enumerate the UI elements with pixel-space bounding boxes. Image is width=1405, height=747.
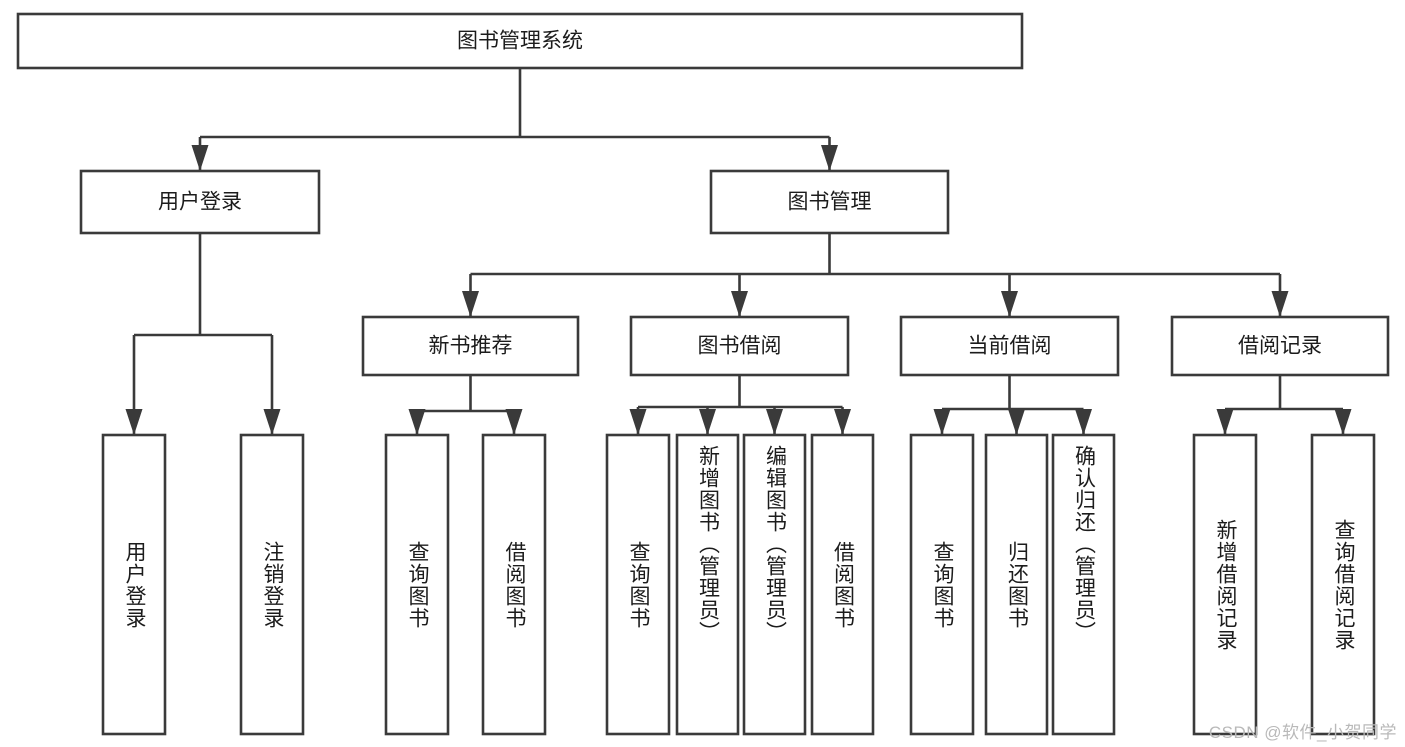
node-leaf-12[interactable] bbox=[1310, 433, 1376, 736]
watermark: CSDN @软件_小贺同学 bbox=[1208, 723, 1397, 742]
node-level3-0[interactable] bbox=[361, 315, 580, 377]
node-level2-0[interactable] bbox=[79, 169, 321, 235]
arrow-to-record-leaf-1 bbox=[1334, 409, 1352, 435]
connector-lines bbox=[125, 68, 1352, 435]
arrow-to-user-leaf-1 bbox=[263, 409, 281, 435]
arrow-to-current-leaf-0 bbox=[933, 409, 951, 435]
node-leaf-2[interactable] bbox=[384, 433, 450, 736]
node-leaf-6[interactable] bbox=[742, 433, 807, 736]
arrow-to-newbook-leaf-1 bbox=[505, 409, 523, 435]
node-leaf-8[interactable] bbox=[909, 433, 975, 736]
node-leaf-11[interactable] bbox=[1192, 433, 1258, 736]
arrow-to-level2-1 bbox=[821, 145, 838, 171]
node-leaf-4[interactable] bbox=[605, 433, 671, 736]
node-level3-label-3: 借阅记录 bbox=[1238, 335, 1322, 358]
node-level3-label-2: 当前借阅 bbox=[968, 335, 1052, 358]
node-level2-label-1: 图书管理 bbox=[788, 191, 872, 214]
node-leaf-1[interactable] bbox=[239, 433, 305, 736]
arrow-to-record-leaf-0 bbox=[1216, 409, 1234, 435]
arrow-to-borrow-leaf-0 bbox=[629, 409, 647, 435]
node-root-label: 图书管理系统 bbox=[457, 30, 583, 53]
arrow-to-level3-1 bbox=[731, 291, 748, 317]
arrow-to-current-leaf-1 bbox=[1008, 409, 1025, 435]
arrow-to-level3-2 bbox=[1001, 291, 1018, 317]
node-root[interactable] bbox=[16, 12, 1024, 70]
arrow-to-level2-0 bbox=[191, 145, 209, 171]
arrow-to-level3-0 bbox=[462, 291, 479, 317]
arrow-to-user-leaf-0 bbox=[125, 409, 143, 435]
node-boxes bbox=[16, 12, 1390, 736]
node-level2-1[interactable] bbox=[709, 169, 950, 235]
node-leaf-9[interactable] bbox=[984, 433, 1049, 736]
arrow-to-current-leaf-2 bbox=[1075, 409, 1092, 435]
node-leaf-0[interactable] bbox=[101, 433, 167, 736]
node-leaf-5[interactable] bbox=[675, 433, 740, 736]
node-level2-label-0: 用户登录 bbox=[158, 191, 242, 214]
arrow-to-level3-3 bbox=[1271, 291, 1289, 317]
arrow-to-borrow-leaf-1 bbox=[699, 409, 716, 435]
node-level3-label-1: 图书借阅 bbox=[698, 335, 782, 358]
arrow-to-borrow-leaf-3 bbox=[834, 409, 851, 435]
node-leaf-3[interactable] bbox=[481, 433, 547, 736]
node-level3-label-0: 新书推荐 bbox=[429, 335, 513, 358]
arrow-to-newbook-leaf-0 bbox=[408, 409, 426, 435]
node-leaf-10[interactable] bbox=[1051, 433, 1116, 736]
node-level3-1[interactable] bbox=[629, 315, 850, 377]
node-level3-3[interactable] bbox=[1170, 315, 1390, 377]
node-leaf-7[interactable] bbox=[810, 433, 875, 736]
arrow-to-borrow-leaf-2 bbox=[766, 409, 783, 435]
node-level3-2[interactable] bbox=[899, 315, 1120, 377]
